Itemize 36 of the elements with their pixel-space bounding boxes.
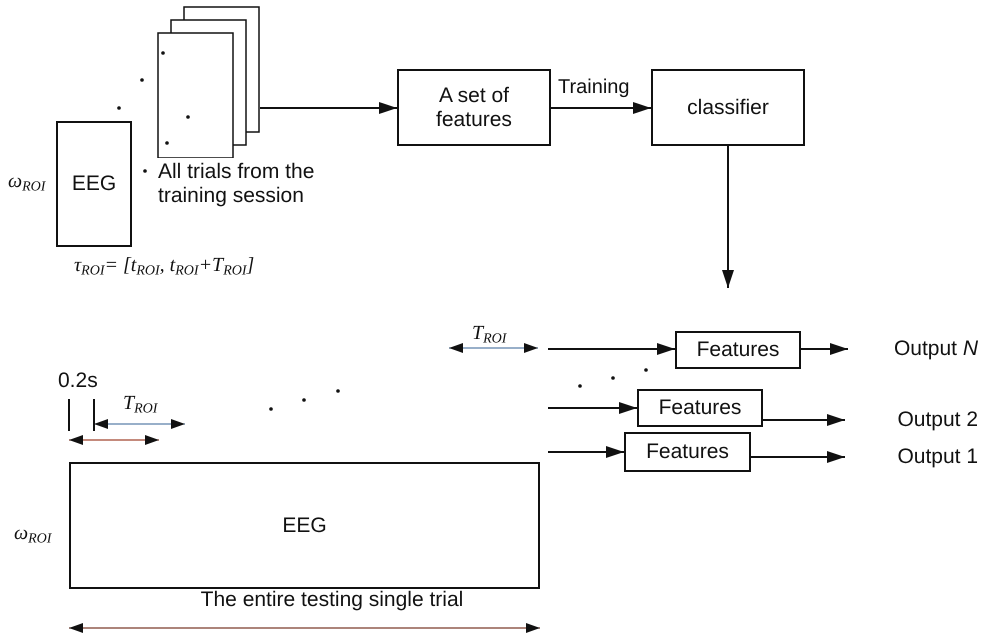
process-box bbox=[651, 69, 805, 146]
process-box bbox=[56, 121, 132, 247]
dimension-label: 0.2s bbox=[58, 369, 98, 393]
output-label: Output 1 bbox=[845, 442, 978, 472]
math-label: T$_{ROI}$ bbox=[123, 392, 158, 418]
node-label: The entire testing single trial bbox=[200, 588, 464, 612]
output-label: Output 2 bbox=[845, 405, 978, 435]
process-box bbox=[69, 462, 540, 589]
node-label: EEG bbox=[282, 514, 327, 538]
node-label: Features bbox=[646, 440, 729, 464]
output-label: Output N bbox=[848, 334, 978, 364]
node-label: Features bbox=[658, 396, 742, 420]
arrow bbox=[548, 446, 624, 458]
process-box bbox=[675, 331, 801, 369]
math-label: ω$_{ROI}$ bbox=[14, 522, 53, 548]
node-label: Features bbox=[696, 338, 780, 362]
node-label: EEG bbox=[72, 172, 116, 196]
arrow bbox=[801, 343, 848, 355]
page-stack-drawing bbox=[157, 6, 260, 158]
arrow bbox=[548, 402, 637, 414]
arrow bbox=[751, 451, 845, 463]
process-box bbox=[624, 432, 751, 472]
math-label: T$_{ROI}$ bbox=[472, 322, 506, 348]
node-label: All trials from the training session bbox=[158, 160, 316, 208]
node-label: A set of features bbox=[435, 84, 513, 132]
arrow bbox=[722, 146, 734, 288]
arrow bbox=[260, 102, 397, 114]
math-label: τ$_{ROI}$= [t$_{ROI}$, t$_{ROI}$+T$_{ROI}$] bbox=[74, 254, 256, 280]
process-box bbox=[397, 69, 551, 146]
process-box bbox=[637, 389, 763, 427]
math-label: ω$_{ROI}$ bbox=[8, 170, 47, 196]
edge-label: Training bbox=[557, 76, 631, 99]
arrow bbox=[763, 414, 845, 426]
arrow bbox=[548, 343, 675, 355]
node-label: classifier bbox=[687, 96, 769, 120]
arrow bbox=[551, 102, 651, 114]
